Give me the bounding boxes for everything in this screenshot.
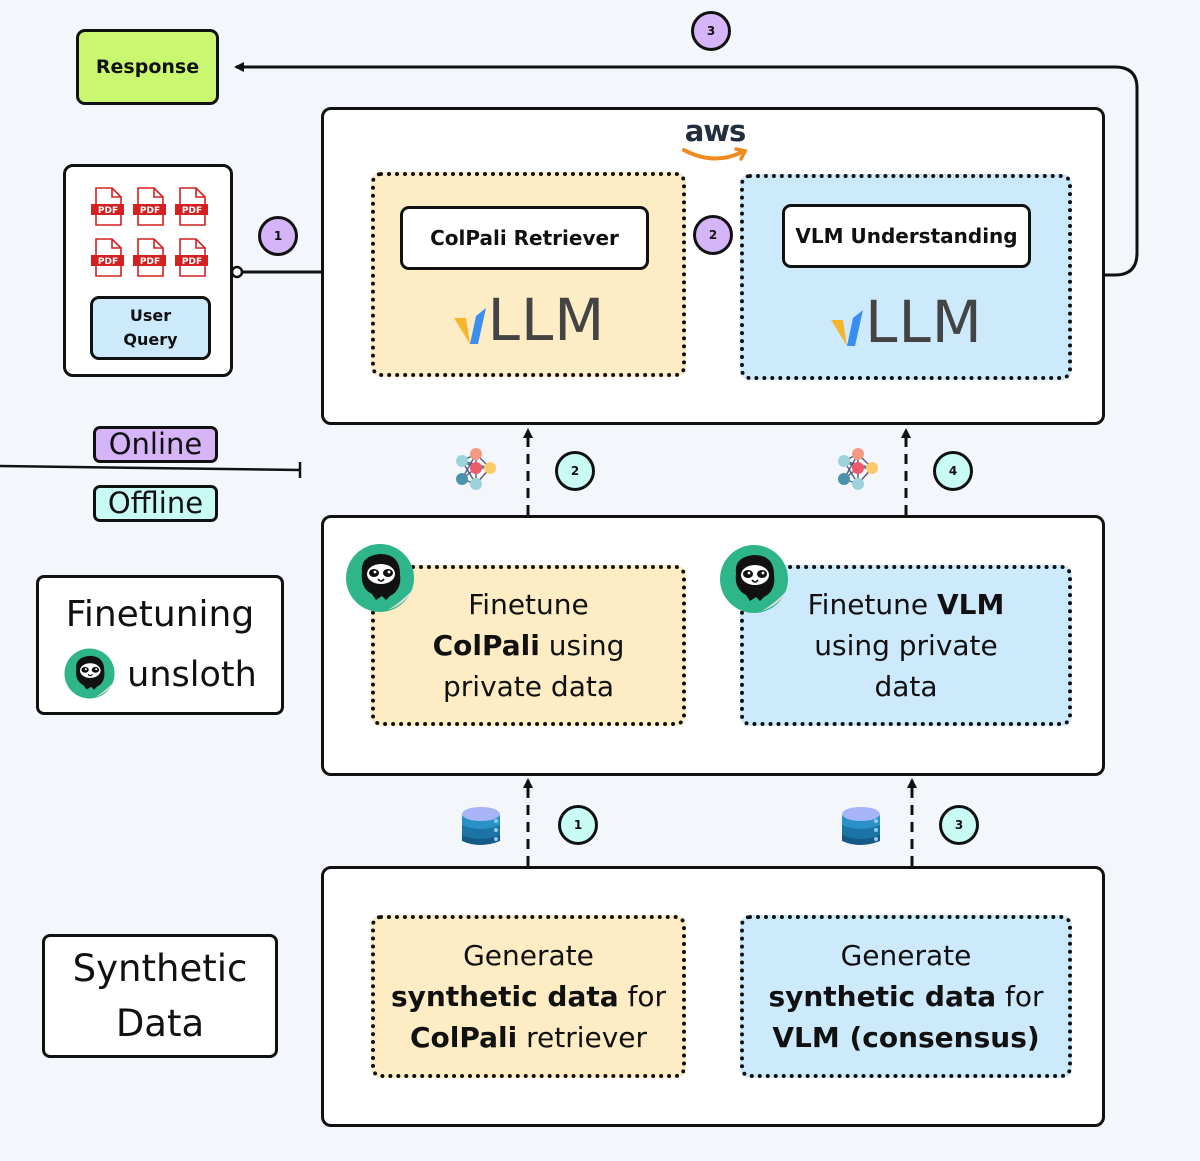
- pdf-file-icon: PDF: [133, 187, 166, 226]
- vlm-understanding-title-box: VLM Understanding: [782, 204, 1031, 268]
- step-badge-online-3: 3: [691, 11, 731, 51]
- svg-text:PDF: PDF: [182, 206, 202, 216]
- svg-text:PDF: PDF: [140, 257, 160, 267]
- finetuning-side-label: Finetuning unsloth: [36, 575, 284, 715]
- database-icon: [842, 807, 880, 845]
- step-badge-online-2: 2: [693, 215, 733, 255]
- response-label: Response: [95, 56, 200, 78]
- offline-label: Offline: [93, 485, 218, 522]
- vllm-logo: LLM: [375, 286, 682, 354]
- unsloth-sloth-icon: [720, 545, 788, 613]
- svg-text:PDF: PDF: [140, 206, 160, 216]
- svg-text:PDF: PDF: [98, 206, 118, 216]
- pdf-file-icon: PDF: [133, 238, 166, 277]
- unsloth-sloth-icon: [64, 648, 115, 699]
- neural-network-icon: [838, 448, 878, 490]
- synthetic-data-side-label: Synthetic Data: [42, 934, 278, 1058]
- vllm-v-icon: [831, 310, 864, 346]
- vllm-v-icon: [453, 308, 486, 344]
- pdf-file-icon: PDF: [175, 187, 208, 226]
- svg-text:PDF: PDF: [182, 257, 202, 267]
- unsloth-sloth-icon: [346, 544, 414, 612]
- step-badge-finetune-2: 2: [555, 451, 595, 491]
- input-origin-dot: [230, 265, 244, 279]
- unsloth-brand: unsloth: [63, 645, 257, 705]
- finetune-vlm-box: Finetune VLM using private data: [740, 565, 1072, 726]
- neural-network-icon: [456, 448, 496, 490]
- database-icon: [462, 807, 500, 845]
- colpali-retriever-title-box: ColPali Retriever: [400, 206, 649, 270]
- step-badge-finetune-4: 4: [933, 451, 973, 491]
- online-label: Online: [93, 426, 218, 463]
- colpali-retriever-container: ColPali Retriever LLM: [371, 172, 686, 377]
- synthetic-colpali-box: Generate synthetic data for ColPali retr…: [371, 915, 686, 1078]
- input-panel: PDF PDF PDF PDF PDF PDF User Query: [63, 164, 233, 377]
- pdf-file-icon: PDF: [175, 238, 208, 277]
- aws-logo-text: aws: [684, 114, 747, 148]
- step-badge-synthetic-3: 3: [939, 805, 979, 845]
- svg-text:PDF: PDF: [98, 257, 118, 267]
- aws-smile-icon: [682, 147, 748, 161]
- pdf-file-icon: PDF: [91, 187, 124, 226]
- online-offline-divider: [0, 462, 302, 478]
- step-badge-synthetic-1: 1: [558, 805, 598, 845]
- response-box: Response: [76, 29, 219, 105]
- vllm-logo: LLM: [744, 288, 1068, 356]
- finetune-colpali-box: Finetune ColPali using private data: [371, 565, 686, 726]
- vlm-understanding-container: VLM Understanding LLM: [740, 174, 1072, 380]
- pdf-file-icon: PDF: [91, 238, 124, 277]
- synthetic-vlm-box: Generate synthetic data for VLM (consens…: [740, 915, 1072, 1078]
- user-query-box: User Query: [90, 296, 211, 360]
- aws-logo: aws: [680, 116, 750, 168]
- step-badge-online-1: 1: [258, 216, 298, 256]
